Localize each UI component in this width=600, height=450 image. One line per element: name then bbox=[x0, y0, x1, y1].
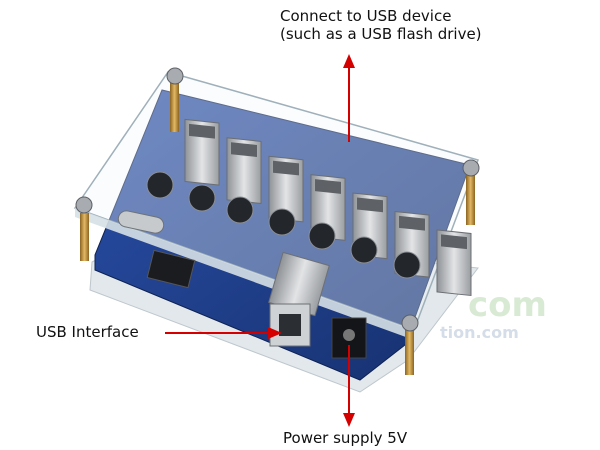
usb-a-port bbox=[436, 229, 472, 297]
connect-device-line2: (such as a USB flash drive) bbox=[280, 25, 482, 43]
usb-interface-annotation: USB Interface bbox=[36, 323, 139, 341]
usb-b-port-opening bbox=[279, 314, 301, 336]
arrow-usb-interface bbox=[165, 327, 282, 339]
controller-chip bbox=[146, 249, 196, 289]
usb-a-port bbox=[184, 118, 220, 186]
screw-head bbox=[401, 314, 419, 332]
arrow-connect-device bbox=[343, 54, 355, 142]
screw-head bbox=[462, 159, 480, 177]
watermark-url: tion.com bbox=[440, 323, 519, 342]
power-supply-annotation: Power supply 5V bbox=[283, 429, 408, 447]
crystal-oscillator bbox=[117, 210, 165, 234]
capacitor bbox=[146, 171, 174, 199]
usb-port-row bbox=[184, 118, 472, 297]
standoff bbox=[170, 82, 179, 132]
connect-device-annotation: Connect to USB device (such as a USB fla… bbox=[280, 7, 482, 43]
usb-a-port bbox=[226, 137, 262, 204]
screw-head bbox=[75, 196, 93, 214]
capacitor bbox=[350, 236, 378, 264]
standoff bbox=[405, 330, 414, 375]
capacitor bbox=[188, 184, 216, 212]
arrow-power-supply bbox=[343, 345, 355, 427]
standoff bbox=[80, 213, 89, 261]
standoff bbox=[466, 175, 475, 225]
capacitor-group bbox=[146, 171, 421, 279]
screw-head bbox=[166, 67, 184, 85]
acrylic-front-edge bbox=[75, 208, 414, 340]
usb-a-port bbox=[268, 155, 304, 223]
capacitor bbox=[393, 251, 421, 279]
capacitor bbox=[268, 208, 296, 236]
capacitor bbox=[226, 196, 254, 224]
watermark-brand: com bbox=[468, 285, 547, 325]
capacitor bbox=[308, 222, 336, 250]
connect-device-line1: Connect to USB device bbox=[280, 7, 452, 25]
power-jack-hole bbox=[343, 329, 355, 341]
